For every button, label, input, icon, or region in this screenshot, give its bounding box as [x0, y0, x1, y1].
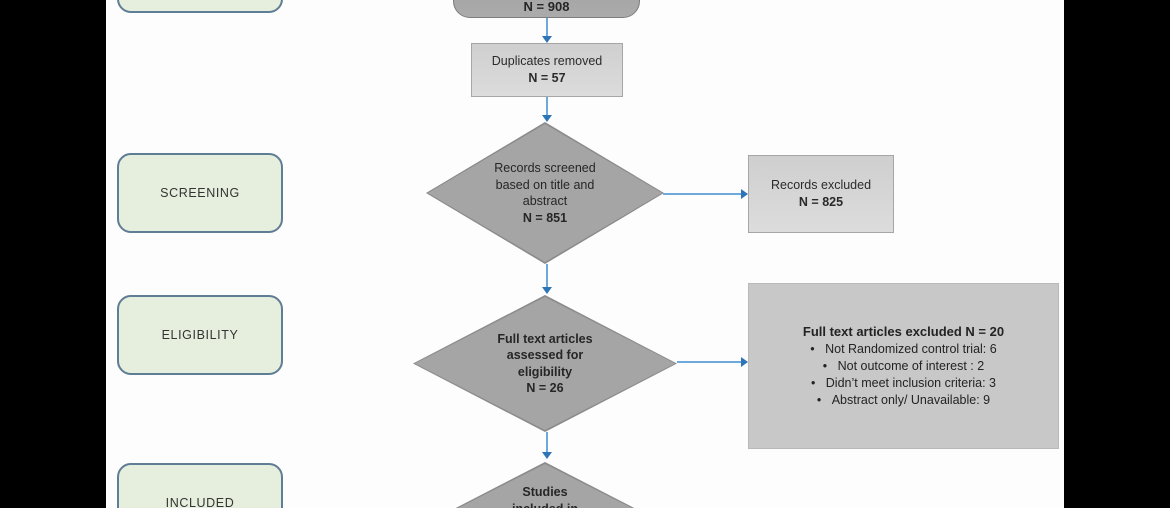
node-studies-included: Studies included in [413, 462, 677, 508]
arrowhead-down-icon [541, 115, 552, 122]
full-text-assessed-line: Full text articles [497, 331, 593, 346]
stage-box-included: INCLUDED [117, 463, 283, 508]
node-records-screened: Records screened based on title and abst… [426, 122, 664, 264]
records-excluded-text: Records excluded [770, 178, 872, 192]
full-text-assessed-line: assessed for [506, 348, 584, 362]
exclusion-reason: Not Randomized control trial: 6 [810, 341, 997, 358]
studies-included-line: Studies [522, 485, 568, 499]
arrowhead-down-icon [541, 452, 552, 459]
exclusion-reason: Abstract only/ Unavailable: 9 [810, 392, 996, 409]
full-text-excluded-list: Not Randomized control trial: 6 Not outc… [810, 341, 997, 409]
connector-line [546, 18, 548, 37]
node-records-identified: N = 908 [453, 0, 640, 18]
studies-included-content: Studies included in [415, 464, 675, 508]
diagram-canvas: SCREENING ELIGIBILITY INCLUDED N = 908 D… [106, 0, 1064, 508]
connector-line [677, 361, 741, 363]
stage-label-screening: SCREENING [160, 186, 240, 200]
records-screened-line: based on title and [495, 177, 595, 192]
full-text-excluded-title: Full text articles excluded N = 20 [802, 324, 1005, 339]
arrowhead-down-icon [541, 36, 552, 43]
node-full-text-assessed: Full text articles assessed for eligibil… [413, 295, 677, 432]
stage-box-eligibility: ELIGIBILITY [117, 295, 283, 375]
exclusion-reason: Didn’t meet inclusion criteria: 3 [810, 375, 996, 392]
connector-line [663, 193, 741, 195]
records-screened-line: abstract [522, 194, 568, 208]
full-text-assessed-count: N = 26 [526, 381, 564, 395]
node-records-excluded: Records excluded N = 825 [748, 155, 894, 233]
full-text-assessed-content: Full text articles assessed for eligibil… [415, 297, 675, 430]
arrowhead-right-icon [741, 357, 748, 367]
records-excluded-count: N = 825 [798, 195, 844, 209]
connector-line [546, 432, 548, 453]
node-duplicates-removed: Duplicates removed N = 57 [471, 43, 623, 97]
records-screened-line: Records screened [494, 161, 596, 175]
connector-line [546, 97, 548, 116]
node-full-text-excluded: Full text articles excluded N = 20 Not R… [748, 283, 1059, 449]
exclusion-reason: Not outcome of interest : 2 [810, 358, 996, 375]
studies-included-line: included in [512, 501, 578, 508]
stage-box-screening: SCREENING [117, 153, 283, 233]
arrowhead-right-icon [741, 189, 748, 199]
stage-label-included: INCLUDED [165, 496, 235, 508]
stage-label-eligibility: ELIGIBILITY [161, 328, 239, 342]
stage-box-identification-cutoff [117, 0, 283, 13]
duplicates-removed-count: N = 57 [528, 71, 566, 85]
duplicates-removed-text: Duplicates removed [491, 54, 603, 68]
arrowhead-down-icon [541, 287, 552, 294]
connector-line [546, 264, 548, 287]
records-identified-count: N = 908 [523, 0, 570, 14]
full-text-assessed-line: eligibility [517, 364, 573, 379]
records-screened-content: Records screened based on title and abst… [428, 124, 662, 262]
records-screened-count: N = 851 [522, 210, 568, 225]
